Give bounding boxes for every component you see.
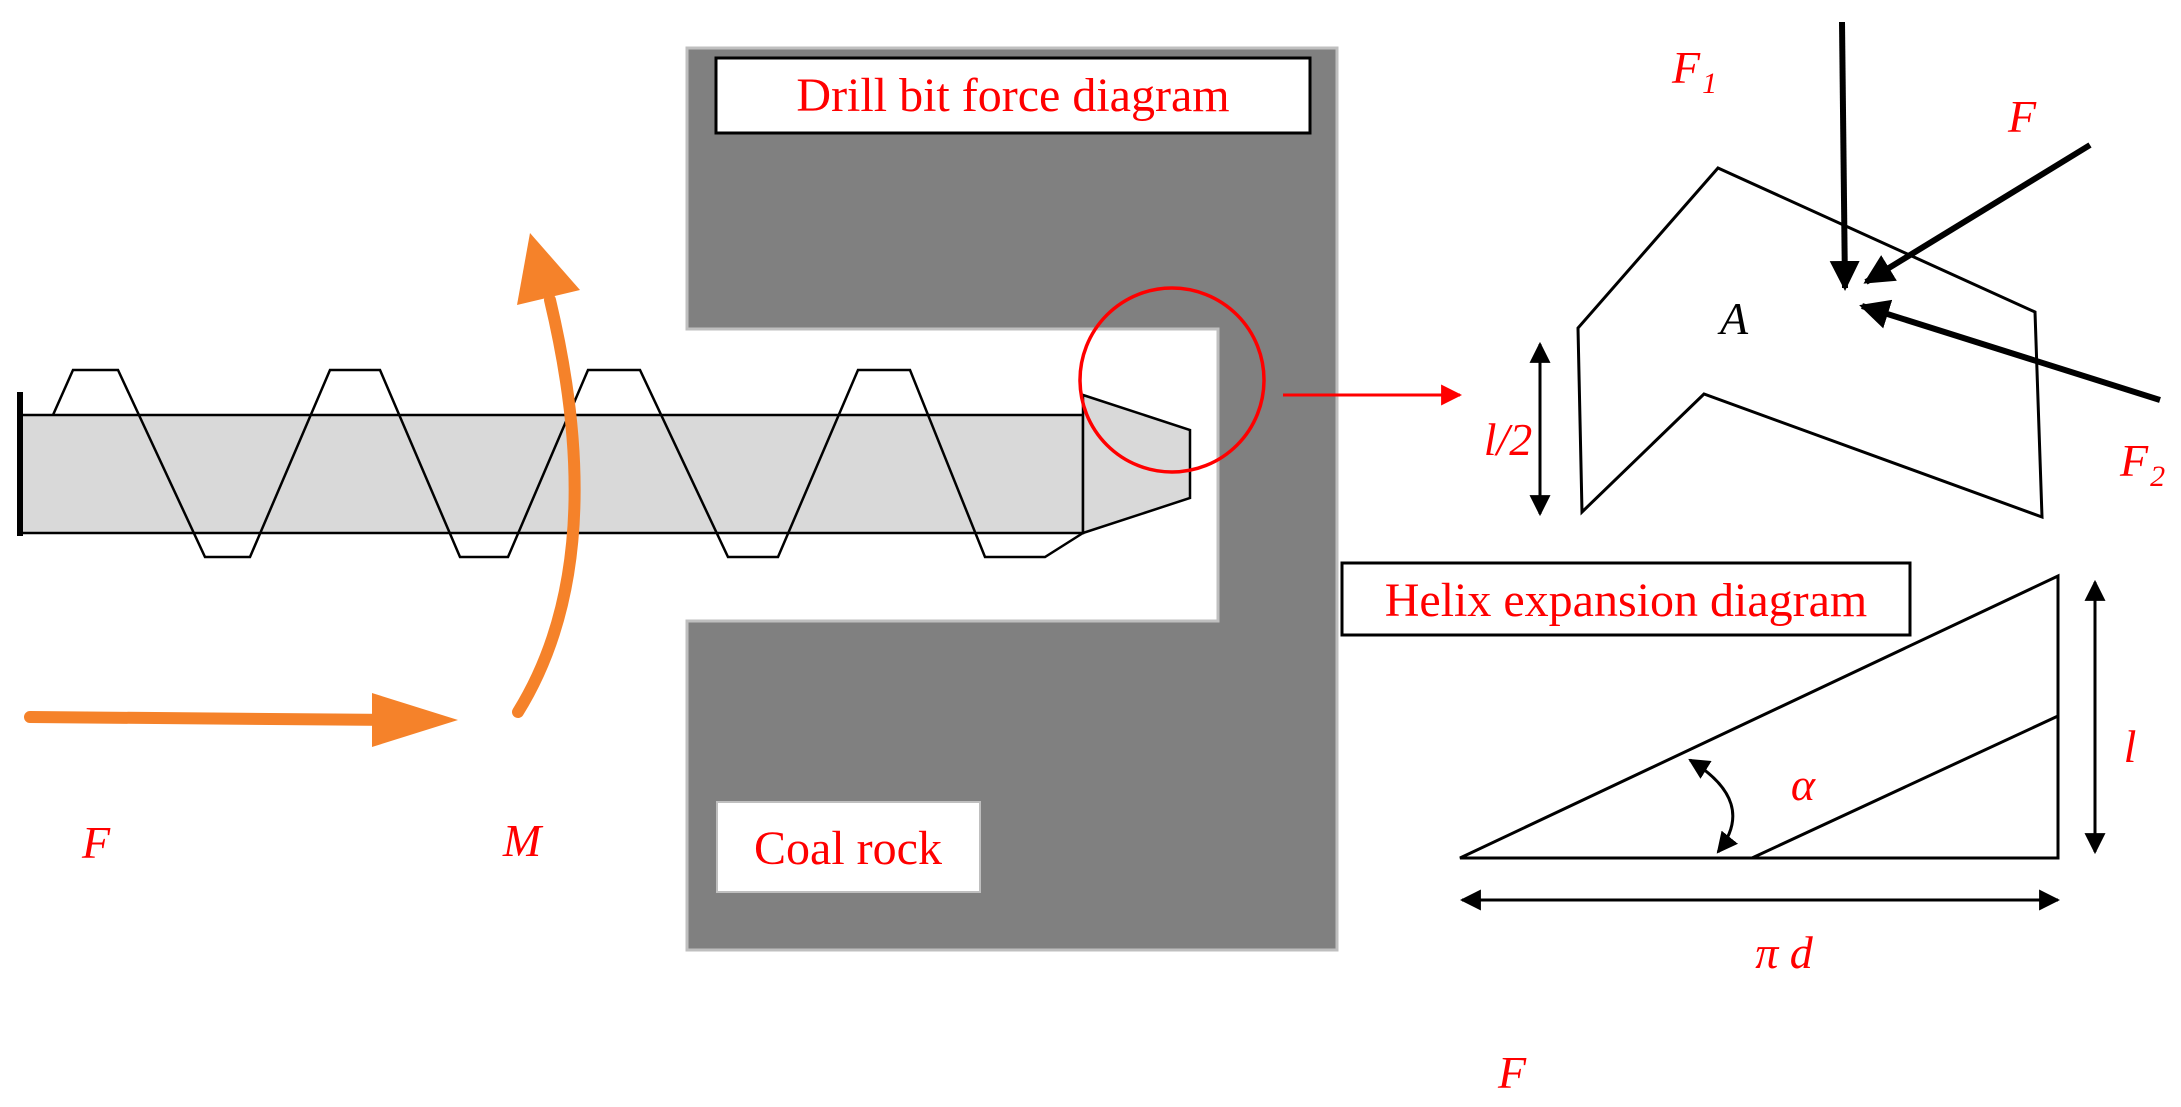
svg-text:Coal rock: Coal rock xyxy=(754,822,942,875)
svg-text:Helix expansion diagram: Helix expansion diagram xyxy=(1385,574,1868,627)
label-M: M xyxy=(502,815,544,866)
moment-arrow xyxy=(512,233,581,718)
label-pi-d: π d xyxy=(1755,927,1814,978)
svg-text:F1: F1 xyxy=(1671,42,1717,100)
label-l: l xyxy=(2124,721,2137,772)
coal-rock-block xyxy=(685,46,1339,952)
bit-highlight-circle xyxy=(1078,286,1266,474)
svg-text:Drill bit force diagram: Drill bit force diagram xyxy=(796,69,1229,122)
drill-shaft xyxy=(18,413,1085,535)
force-diagram-title: Drill bit force diagram xyxy=(714,56,1312,135)
helix-title: Helix expansion diagram xyxy=(1340,561,1912,637)
feed-force-arrow xyxy=(24,693,458,747)
coal-rock-label: Coal rock xyxy=(716,801,981,893)
label-F-bottom: F xyxy=(1497,1047,1527,1098)
angle-alpha-arc xyxy=(1688,758,1739,854)
label-alpha: α xyxy=(1791,759,1816,810)
label-l-half: l/2 xyxy=(1484,414,1533,465)
helix-flight xyxy=(51,368,1084,559)
svg-text:F2: F2 xyxy=(2119,435,2165,493)
bit-outline xyxy=(1576,166,2044,520)
label-F-feed: F xyxy=(81,817,111,868)
force-F1-arrow xyxy=(1829,21,1860,291)
helix-inner-line xyxy=(1751,714,2059,860)
label-F2: F2 xyxy=(2119,435,2165,493)
label-F-resultant: F xyxy=(2007,91,2037,142)
label-A: A xyxy=(1717,293,1749,344)
force-F2-arrow xyxy=(1859,299,2161,403)
force-F-arrow xyxy=(1863,142,2092,285)
label-F1: F1 xyxy=(1671,42,1717,100)
